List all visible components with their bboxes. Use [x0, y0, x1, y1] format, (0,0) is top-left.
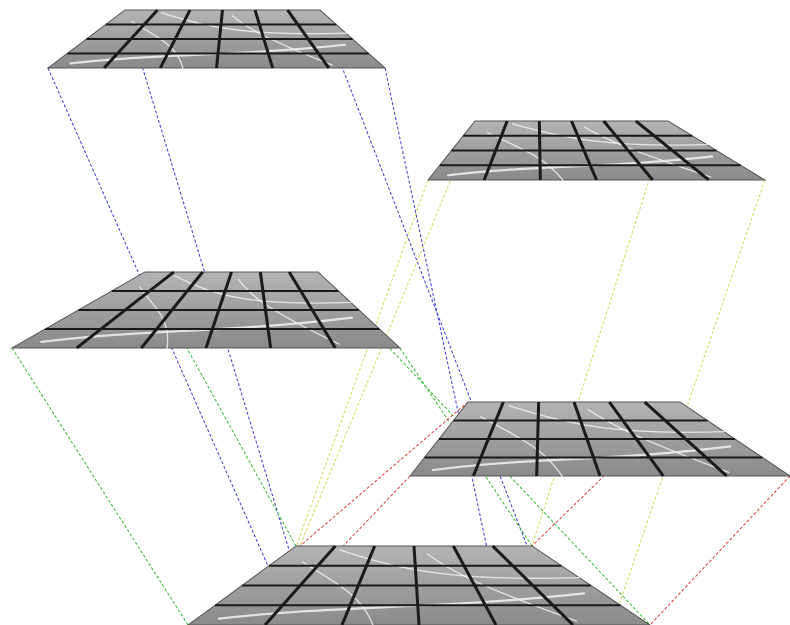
image-plane-bottom-center — [188, 546, 650, 625]
connector-line — [12, 348, 188, 625]
image-planes — [12, 10, 790, 625]
connector-line — [650, 476, 790, 625]
image-plane-top-right — [428, 121, 765, 180]
image-plane-middle-left — [12, 272, 400, 348]
image-plane-top-left — [48, 10, 385, 68]
image-plane-middle-right — [410, 402, 790, 476]
connector-line — [532, 121, 668, 546]
